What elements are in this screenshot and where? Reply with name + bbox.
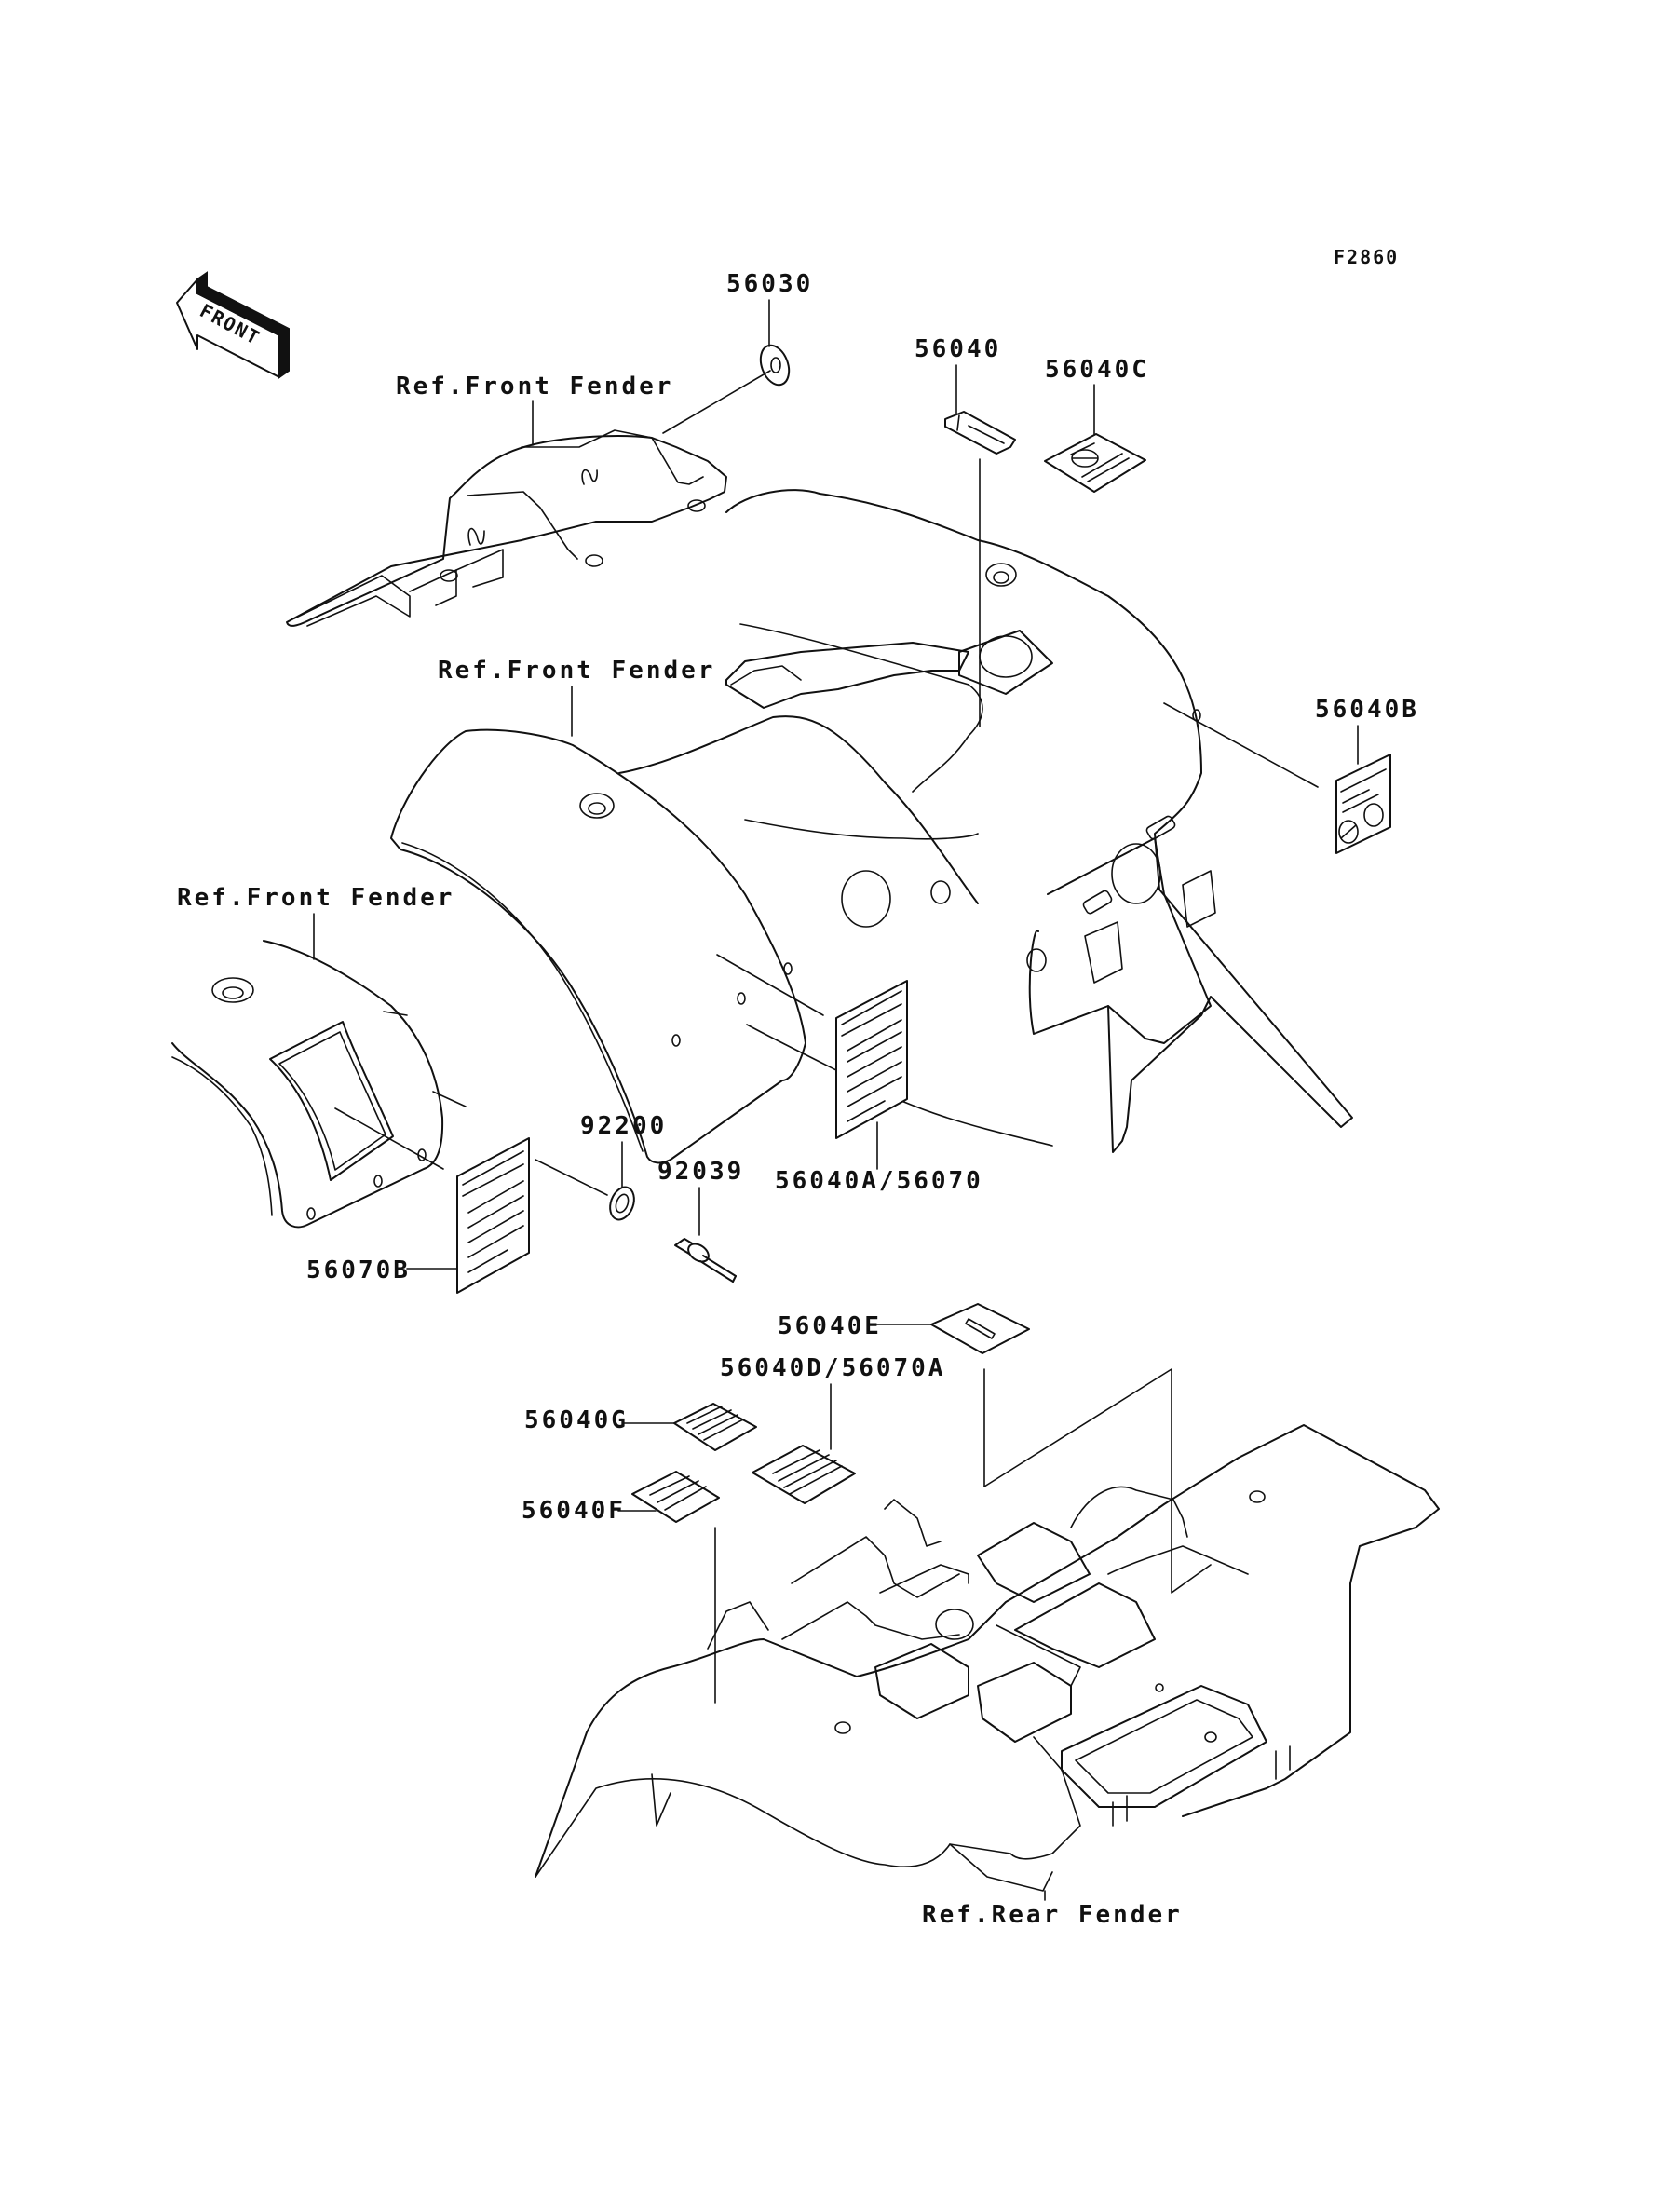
part-number-56040F: 56040F (522, 1497, 626, 1525)
front-direction-arrow-icon: FRONT (176, 271, 290, 379)
label-56040B-icon (1335, 754, 1391, 854)
ref-rear-fender: Ref.Rear Fender (535, 1424, 1440, 1929)
part-92039[interactable]: 92039 (657, 1158, 744, 1283)
part-56040E[interactable]: 56040E (778, 1303, 1212, 1594)
ref-rear-fender-label: Ref.Rear Fender (922, 1901, 1183, 1929)
part-56040G[interactable]: 56040G (524, 1403, 757, 1451)
part-number-56040: 56040 (915, 335, 1001, 363)
ref-front-fender-left: Ref.Front Fender (171, 884, 467, 1229)
part-number-56040A-56070: 56040A/56070 (775, 1167, 983, 1195)
ref-front-fender-label-left: Ref.Front Fender (177, 884, 454, 912)
part-number-56040C: 56040C (1045, 356, 1149, 384)
part-number-56040B: 56040B (1315, 696, 1419, 724)
part-56030[interactable]: 56030 (662, 270, 813, 434)
warning-label-56040A-icon (835, 980, 908, 1139)
label-56040E-icon (930, 1303, 1030, 1354)
part-56040[interactable]: 56040 (915, 335, 1016, 727)
ref-front-fender-label-middle: Ref.Front Fender (438, 657, 715, 685)
part-number-92200: 92200 (580, 1112, 667, 1140)
part-number-56030: 56030 (726, 270, 813, 298)
part-56040D-56070A[interactable]: 56040D/56070A (720, 1354, 946, 1504)
round-label-icon (759, 344, 791, 387)
label-56040D-icon (752, 1445, 856, 1504)
ref-front-fender-middle: Ref.Front Fender (390, 489, 1353, 1164)
ref-front-fender-label-top: Ref.Front Fender (396, 373, 673, 401)
part-92200[interactable]: 92200 (535, 1112, 667, 1223)
part-number-56040E: 56040E (778, 1312, 882, 1340)
warning-label-56070B-icon (456, 1137, 530, 1294)
part-56040B[interactable]: 56040B (1315, 696, 1419, 854)
ref-front-fender-top: Ref.Front Fender (286, 373, 727, 627)
strip-label-icon (944, 411, 1016, 455)
label-56040F-icon (631, 1471, 720, 1523)
part-number-56040G: 56040G (524, 1406, 629, 1434)
part-56040A-56070[interactable]: 56040A/56070 (775, 980, 983, 1195)
part-56040F[interactable]: 56040F (522, 1471, 720, 1704)
label-56040G-icon (673, 1403, 757, 1451)
part-number-56070B: 56070B (306, 1256, 411, 1284)
part-56040C[interactable]: 56040C (1044, 356, 1149, 493)
part-number-56040D-56070A: 56040D/56070A (720, 1354, 946, 1382)
part-56070B[interactable]: 56070B (306, 1137, 530, 1294)
part-number-92039: 92039 (657, 1158, 744, 1186)
figure-code: F2860 (1334, 246, 1399, 268)
rivet-icon (674, 1238, 737, 1283)
washer-icon (609, 1186, 635, 1221)
